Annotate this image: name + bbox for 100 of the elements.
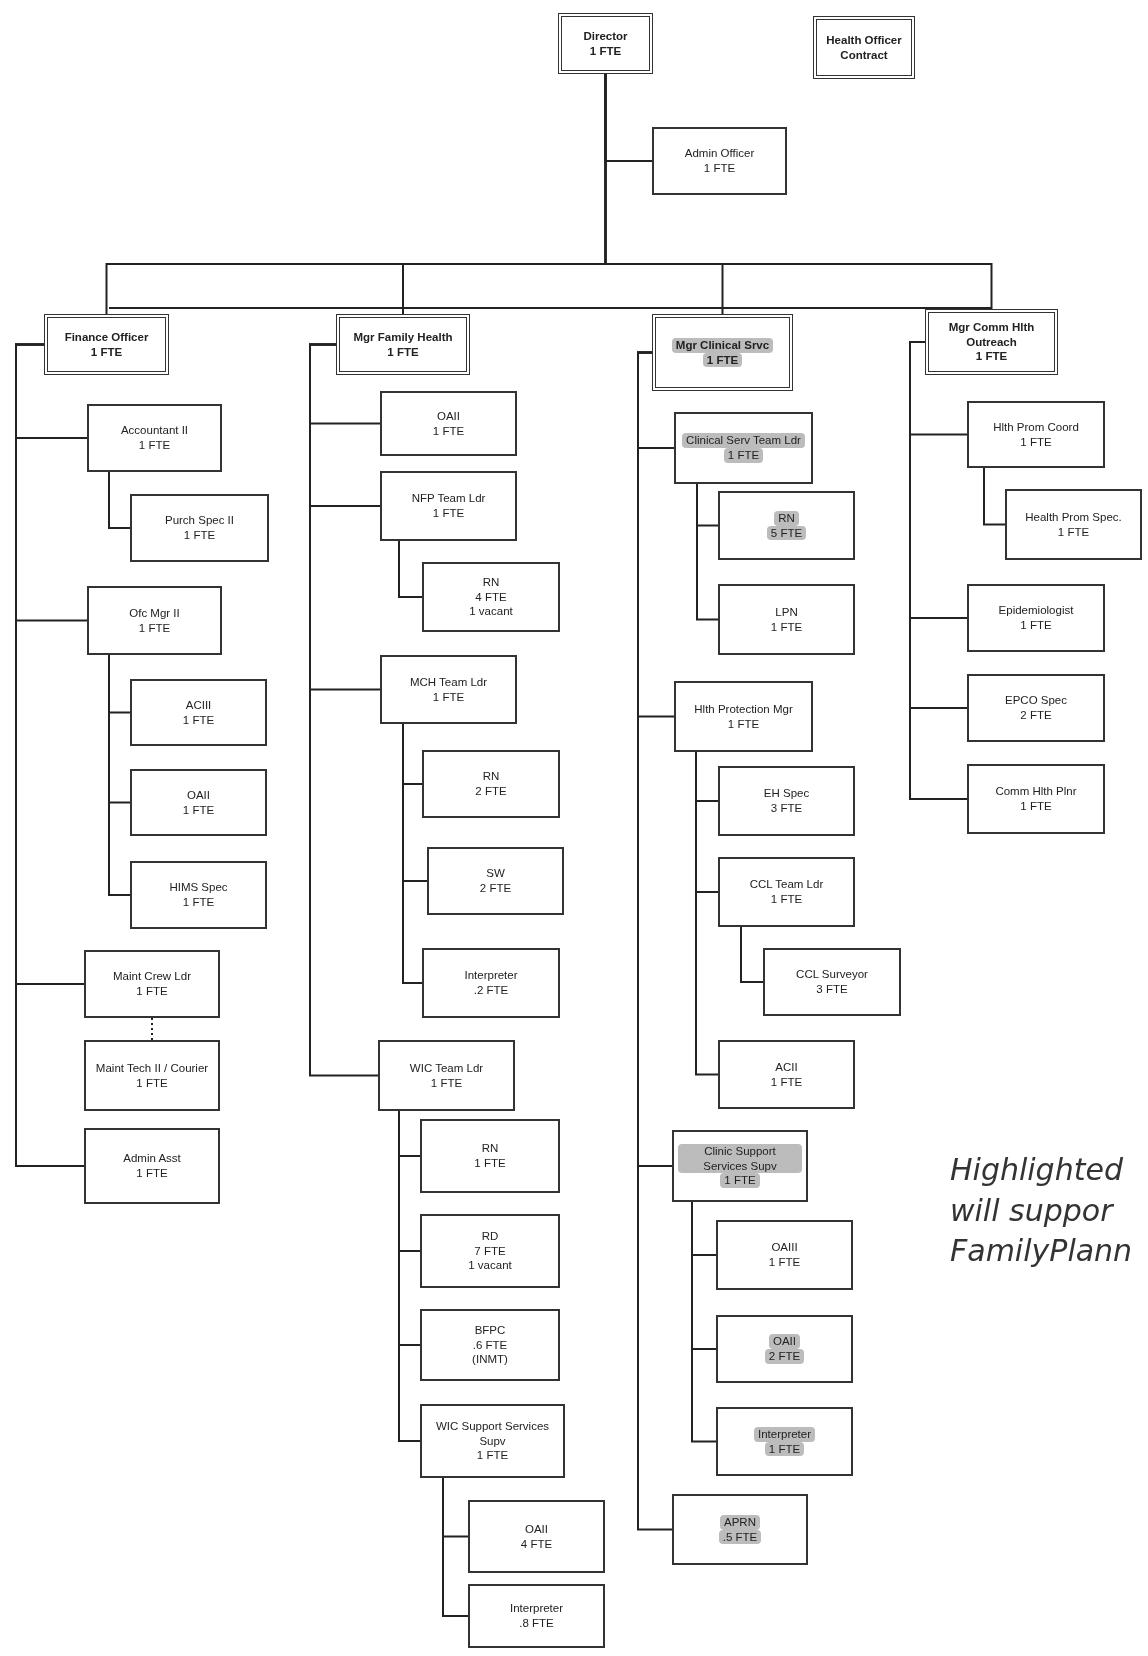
- position-box: [380, 655, 517, 724]
- connector-line: [740, 926, 764, 983]
- position-box: [718, 1040, 855, 1109]
- position-detail: 2 FTE: [764, 1349, 805, 1364]
- position-detail: 1 FTE: [182, 712, 215, 728]
- position-detail: 4 FTE: [520, 1536, 553, 1552]
- position-box: [674, 412, 813, 484]
- position-detail: 1 FTE: [1020, 618, 1052, 633]
- position-title: Admin Asst: [123, 1151, 181, 1166]
- position-detail: 1 FTE: [432, 689, 465, 705]
- position-detail: (INMT): [472, 1352, 508, 1368]
- position-detail: 1 FTE: [723, 448, 764, 463]
- connector-line: [108, 471, 131, 529]
- position-box: [718, 857, 855, 927]
- position-detail: 3 FTE: [816, 982, 848, 997]
- position-box: [44, 314, 169, 375]
- position-detail: 1 FTE: [770, 892, 803, 907]
- position-box: [130, 861, 267, 929]
- position-title: Hlth Prom Coord: [993, 419, 1079, 435]
- position-detail: 2 FTE: [1020, 708, 1052, 723]
- position-title: Ofc Mgr II: [129, 605, 180, 621]
- position-box: [716, 1220, 853, 1290]
- position-box: [967, 401, 1105, 468]
- position-box: [422, 948, 560, 1018]
- connector-line: [637, 351, 673, 1531]
- connector-line: [909, 341, 968, 800]
- position-box: [380, 391, 517, 456]
- position-box: [468, 1584, 605, 1648]
- position-title: CCL Surveyor: [796, 967, 868, 982]
- connector-line: [983, 467, 1006, 526]
- position-detail: 1 FTE: [975, 349, 1008, 365]
- position-detail: 1 FTE: [432, 506, 465, 521]
- position-title: Mgr Family Health: [353, 329, 453, 345]
- position-detail: 1 FTE: [476, 1448, 509, 1464]
- position-detail: .2 FTE: [473, 983, 509, 998]
- position-title: Accountant II: [120, 423, 189, 438]
- position-box: [380, 471, 517, 541]
- connector-line: [15, 343, 85, 1167]
- position-box: [420, 1119, 560, 1193]
- position-box: [420, 1309, 560, 1381]
- position-box: [87, 586, 222, 655]
- position-detail: 1 FTE: [430, 1075, 463, 1091]
- position-box: [336, 314, 470, 375]
- position-title: Maint Tech II / Courier: [95, 1060, 209, 1076]
- position-box: [558, 13, 653, 74]
- position-box: [967, 674, 1105, 742]
- position-detail: 1 FTE: [1020, 434, 1052, 450]
- dotted-connector: [151, 1017, 153, 1041]
- position-title: ACIII: [185, 697, 212, 713]
- position-box: [87, 404, 222, 472]
- position-title: CCL Team Ldr: [749, 877, 824, 892]
- connector-line: [309, 343, 379, 1077]
- position-title: APRN: [720, 1514, 760, 1530]
- connector-line: [696, 483, 719, 621]
- position-detail: 4 FTE: [475, 589, 507, 605]
- position-detail: 1 FTE: [136, 1166, 168, 1181]
- position-detail: 1 FTE: [182, 802, 215, 818]
- position-title: OAII: [187, 787, 210, 803]
- position-detail: 3 FTE: [770, 801, 803, 816]
- position-box: [378, 1040, 515, 1111]
- position-box: [422, 562, 560, 632]
- position-box: [672, 1130, 808, 1202]
- position-box: [84, 1128, 220, 1204]
- position-detail: 1 FTE: [182, 895, 215, 910]
- position-box: [813, 16, 915, 79]
- position-detail: 1 FTE: [1020, 799, 1052, 814]
- position-title: WIC Support Services Supv: [434, 1418, 551, 1449]
- position-detail: 1 FTE: [1057, 524, 1090, 540]
- position-title: OAII: [525, 1521, 548, 1537]
- position-title: Epidemiologist: [998, 603, 1074, 618]
- position-box: [84, 1040, 220, 1111]
- position-box: [130, 679, 267, 746]
- handwritten-note: Highlighted will suppor FamilyPlann: [950, 1151, 1134, 1270]
- position-detail: Contract: [840, 47, 888, 63]
- position-detail: 1 FTE: [727, 716, 760, 732]
- position-detail: 1 FTE: [768, 1255, 801, 1270]
- position-box: [130, 769, 267, 836]
- position-title: EPCO Spec: [1005, 693, 1067, 708]
- position-title: Interpreter: [753, 1426, 816, 1442]
- connector-line: [108, 654, 131, 896]
- position-detail: 1 FTE: [589, 43, 622, 59]
- position-title: Comm Hlth Plnr: [995, 784, 1077, 799]
- position-detail: 5 FTE: [766, 525, 807, 541]
- connector-line: [442, 1477, 469, 1617]
- position-box: [718, 584, 855, 655]
- position-title: RN: [482, 769, 500, 784]
- position-box: [652, 314, 793, 391]
- position-title: Mgr Comm Hlth Outreach: [947, 319, 1036, 350]
- position-detail: 1 FTE: [136, 1075, 168, 1091]
- position-title: Health Officer: [826, 32, 902, 48]
- position-title: OAII: [437, 408, 460, 424]
- position-title: BFPC: [474, 1322, 506, 1338]
- position-title: WIC Team Ldr: [409, 1060, 484, 1076]
- position-title: Clinical Serv Team Ldr: [682, 433, 805, 448]
- position-box: [718, 491, 855, 560]
- position-title: Clinic Support Services Supv: [678, 1143, 802, 1174]
- position-box: [420, 1214, 560, 1288]
- position-title: OAII: [769, 1334, 800, 1349]
- position-box: [718, 766, 855, 836]
- position-box: [763, 948, 901, 1016]
